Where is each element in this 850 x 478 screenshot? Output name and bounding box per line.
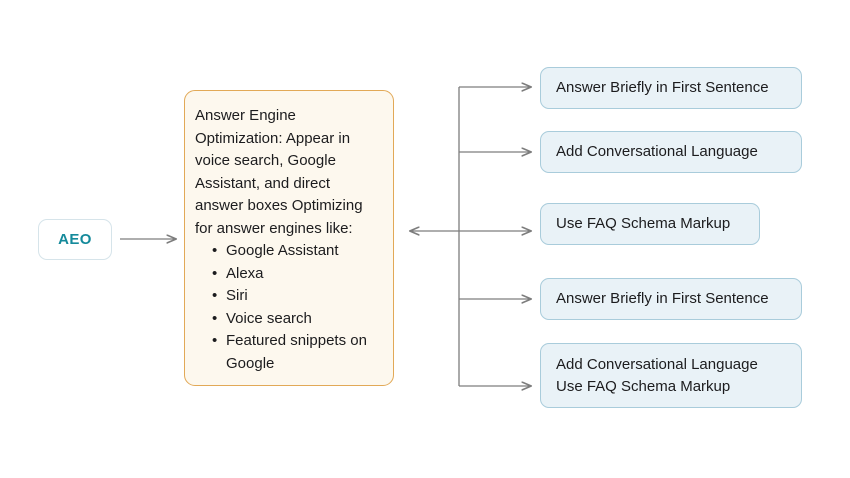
outcome-box[interactable]: Use FAQ Schema Markup [540,203,760,245]
outcome-box[interactable]: Add Conversational Language [540,131,802,173]
outcome-box-label: Answer Briefly in First Sentence [556,290,769,307]
node-aeo[interactable]: AEO [38,219,112,260]
outcome-box[interactable]: Add Conversational Language Use FAQ Sche… [540,343,802,408]
node-aeo-label: AEO [58,231,92,248]
detail-box-bullet-list: Google Assistant Alexa Siri Voice search… [193,240,383,375]
outcome-box[interactable]: Answer Briefly in First Sentence [540,278,802,320]
outcome-box[interactable]: Answer Briefly in First Sentence [540,67,802,109]
detail-box-answer-engine-optimization[interactable]: Answer Engine Optimization: Appear in vo… [184,90,394,386]
detail-bullet-item: Featured snippets on Google [193,330,383,375]
detail-bullet-item: Google Assistant [193,240,383,263]
outcome-box-label: Use FAQ Schema Markup [556,215,731,232]
detail-bullet-item: Alexa [193,263,383,286]
detail-bullet-item: Voice search [193,308,383,331]
outcome-box-label: Add Conversational Language Use FAQ Sche… [556,355,758,395]
detail-box-paragraph: Answer Engine Optimization: Appear in vo… [195,107,363,237]
detail-bullet-item: Siri [193,285,383,308]
outcome-box-label: Answer Briefly in First Sentence [556,79,769,96]
outcome-box-label: Add Conversational Language [556,143,758,160]
